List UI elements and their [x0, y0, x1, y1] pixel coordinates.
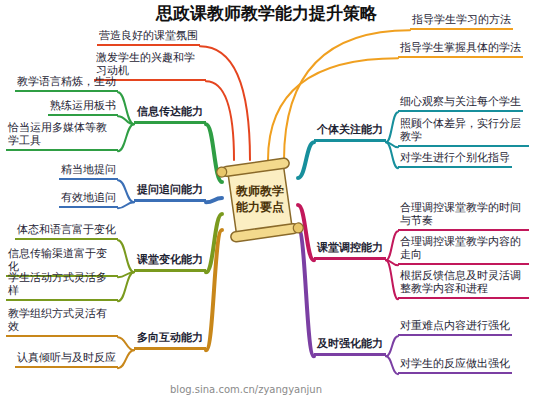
- branch-connector: [118, 337, 134, 350]
- branch-label: 课堂调控能力: [314, 240, 386, 260]
- leaf-topic: 认真倾听与及时反应: [15, 350, 118, 368]
- branch-connector: [386, 336, 398, 356]
- topic-text: 及时强化能力: [317, 337, 383, 350]
- topic-text: 学生活动方式灵活多样: [8, 271, 107, 296]
- leaf-topic: 恰当运用多媒体等教学工具: [6, 120, 118, 151]
- leaf-topic: 细心观察与关注每个学生: [398, 94, 523, 112]
- leaf-topic: 精当地提问: [59, 162, 118, 180]
- branch-connector: [118, 92, 134, 124]
- branch-connector: [118, 180, 134, 202]
- leaf-topic: 对重难点内容进行强化: [398, 318, 512, 336]
- branch-label: 个体关注能力: [314, 122, 386, 142]
- leaf-topic: 体态和语言富于变化: [15, 222, 118, 240]
- leaf-topic: 教学语言精炼，生动: [15, 74, 118, 92]
- leaf-topic: 指导学生学习的方法: [410, 12, 513, 30]
- topic-text: 信息传输渠道富于变化: [8, 247, 107, 272]
- topic-text: 对重难点内容进行强化: [400, 319, 510, 331]
- topic-text: 体态和语言富于变化: [17, 223, 116, 235]
- branch-connector: [206, 81, 234, 160]
- topic-text: 指导学生学习的方法: [412, 13, 511, 25]
- branch-connector: [386, 356, 398, 374]
- branch-label: 提问追问能力: [134, 182, 206, 202]
- branch-label: 课堂变化能力: [134, 252, 206, 272]
- topic-text: 对学生进行个别化指导: [400, 151, 510, 163]
- leaf-topic: 营造良好的课堂氛围: [97, 28, 200, 46]
- branch-connector: [386, 260, 398, 299]
- topic-text: 合理调控课堂教学的时间与节奏: [400, 201, 521, 226]
- topic-text: 根据反馈信息及时灵活调整教学内容和进程: [400, 269, 521, 294]
- branch-label: 及时强化能力: [314, 336, 386, 356]
- branch-connector: [206, 198, 222, 202]
- topic-text: 照顾个体差异，实行分层教学: [400, 117, 521, 142]
- leaf-topic: 有效地追问: [59, 190, 118, 208]
- topic-text: 提问追问能力: [137, 183, 203, 196]
- topic-text: 信息传达能力: [137, 105, 203, 118]
- topic-text: 认真倾听与及时反应: [17, 351, 116, 363]
- branch-connector: [386, 231, 398, 260]
- topic-text: 有效地追问: [61, 191, 116, 203]
- leaf-topic: 照顾个体差异，实行分层教学: [398, 116, 529, 147]
- topic-text: 教学语言精炼，生动: [17, 75, 116, 87]
- leaf-topic: 根据反馈信息及时灵活调整教学内容和进程: [398, 268, 529, 299]
- branch-connector: [118, 116, 134, 124]
- topic-text: 营造良好的课堂氛围: [99, 29, 198, 41]
- topic-text: 个体关注能力: [317, 123, 383, 136]
- diagram-title: 思政课教师教学能力提升策略: [0, 2, 533, 24]
- center-scroll: 教师教学能力要点: [222, 160, 298, 240]
- leaf-topic: 学生活动方式灵活多样: [6, 270, 118, 301]
- branch-connector: [206, 230, 222, 350]
- topic-text: 教师教学能力要点: [236, 184, 284, 215]
- topic-text: 细心观察与关注每个学生: [400, 95, 521, 107]
- branch-connector: [284, 30, 410, 160]
- topic-text: 激发学生的兴趣和学习动机: [96, 51, 195, 76]
- topic-text: 课堂变化能力: [137, 253, 203, 266]
- branch-connector: [200, 46, 250, 160]
- leaf-topic: 对学生进行个别化指导: [398, 150, 512, 168]
- topic-text: 课堂调控能力: [317, 241, 383, 254]
- branch-connector: [118, 350, 134, 368]
- topic-text: 对学生的反应做出强化: [400, 357, 510, 369]
- branch-connector: [118, 272, 134, 301]
- topic-text: 教学组织方式灵活有效: [8, 307, 107, 332]
- leaf-topic: 合理调控课堂教学内容的走向: [398, 234, 529, 265]
- branch-label: 多向互动能力: [134, 330, 206, 350]
- branch-connector: [386, 142, 398, 168]
- branch-connector: [268, 58, 398, 160]
- topic-text: 恰当运用多媒体等教学工具: [8, 121, 107, 146]
- branch-connector: [386, 112, 398, 142]
- branch-label: 信息传达能力: [134, 104, 206, 124]
- leaf-topic: 合理调控课堂教学的时间与节奏: [398, 200, 529, 231]
- branch-connector: [298, 142, 314, 178]
- topic-text: 精当地提问: [61, 163, 116, 175]
- topic-text: 合理调控课堂教学内容的走向: [400, 235, 521, 260]
- leaf-topic: 熟练运用板书: [48, 98, 118, 116]
- branch-connector: [118, 124, 134, 151]
- watermark: blog.sina.com.cn/zyangyanjun: [170, 384, 322, 396]
- topic-text: 熟练运用板书: [50, 99, 116, 111]
- branch-connector: [118, 240, 134, 272]
- leaf-topic: 对学生的反应做出强化: [398, 356, 512, 374]
- branch-connector: [298, 228, 314, 356]
- leaf-topic: 指导学生掌握具体的学法: [398, 40, 523, 58]
- leaf-topic: 教学组织方式灵活有效: [6, 306, 118, 337]
- topic-text: 指导学生掌握具体的学法: [400, 41, 521, 53]
- topic-text: 多向互动能力: [137, 331, 203, 344]
- branch-connector: [118, 202, 134, 208]
